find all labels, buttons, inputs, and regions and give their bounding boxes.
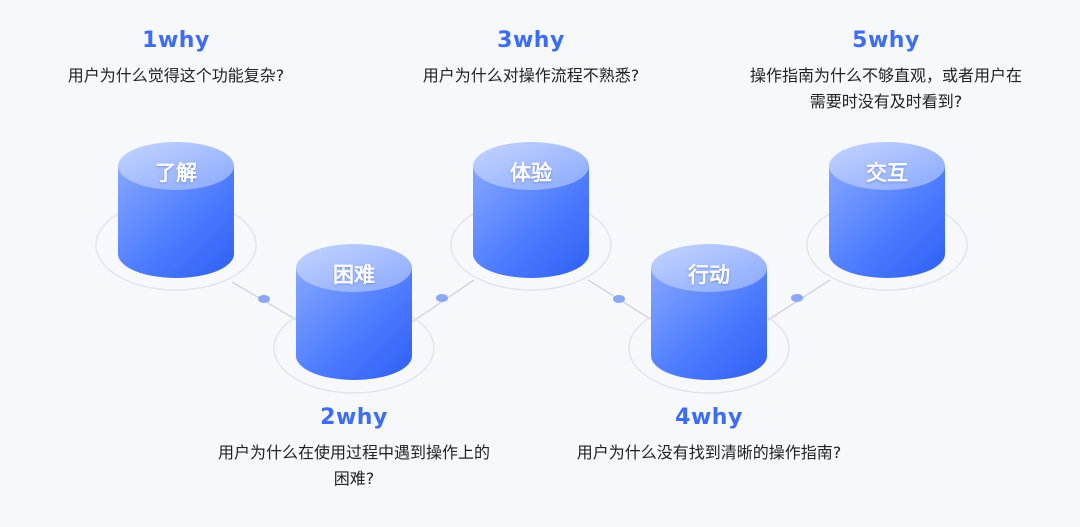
- why-block-3: 3why 用户为什么对操作流程不熟悉?: [381, 28, 681, 89]
- why-block-5: 5why 操作指南为什么不够直观，或者用户在需要时没有及时看到?: [746, 28, 1026, 115]
- connector-dot: [436, 294, 448, 302]
- connector-dots: [258, 294, 803, 303]
- cylinder-1: [95, 142, 257, 291]
- why-question-1: 用户为什么觉得这个功能复杂?: [67, 66, 285, 85]
- connector-dot: [613, 295, 625, 303]
- why-question-3: 用户为什么对操作流程不熟悉?: [422, 66, 640, 85]
- why-question-4: 用户为什么没有找到清晰的操作指南?: [576, 443, 842, 462]
- why-block-4: 4why 用户为什么没有找到清晰的操作指南?: [569, 405, 849, 466]
- stage-label-4: 行动: [688, 263, 730, 287]
- why-question-5: 操作指南为什么不够直观，或者用户在需要时没有及时看到?: [749, 66, 1022, 111]
- why-title-5: 5why: [852, 28, 920, 53]
- cylinder-4: [628, 244, 790, 394]
- why-block-2: 2why 用户为什么在使用过程中遇到操作上的困难?: [214, 405, 494, 492]
- cylinder-5: [806, 142, 968, 291]
- connector-dot: [791, 294, 803, 302]
- why-question-2: 用户为什么在使用过程中遇到操作上的困难?: [217, 443, 490, 488]
- stage-label-3: 体验: [510, 161, 552, 185]
- why-title-4: 4why: [675, 405, 743, 430]
- why-title-3: 3why: [497, 28, 565, 53]
- why-title-2: 2why: [320, 405, 388, 430]
- connector-dot: [258, 295, 270, 303]
- cylinder-3: [450, 142, 612, 291]
- stage-label-1: 了解: [155, 161, 197, 185]
- stage-label-2: 困难: [333, 263, 375, 287]
- cylinder-2: [273, 244, 435, 394]
- stage-label-5: 交互: [866, 161, 908, 185]
- why-title-1: 1why: [142, 28, 210, 53]
- why-block-1: 1why 用户为什么觉得这个功能复杂?: [26, 28, 326, 89]
